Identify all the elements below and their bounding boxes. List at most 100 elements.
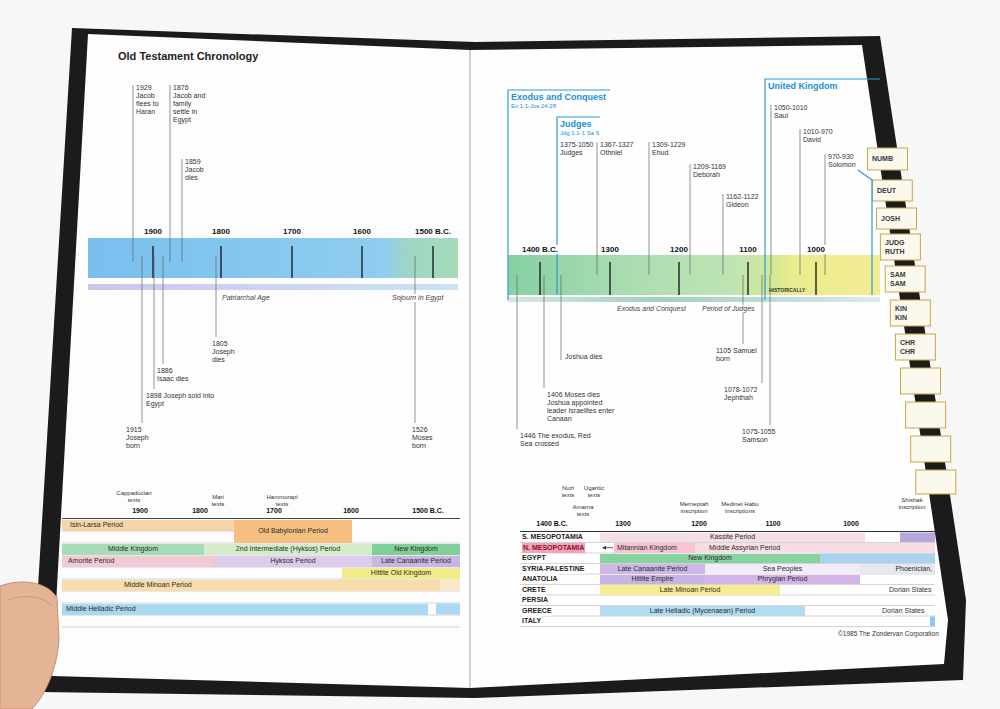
year-tick — [815, 262, 816, 295]
period-label: Sojourn in Egypt — [390, 294, 445, 302]
leader-line — [163, 256, 164, 364]
year-label: 1800 — [211, 227, 231, 236]
leader-line — [216, 256, 217, 337]
table-rule — [520, 616, 935, 617]
year-tick — [432, 246, 433, 278]
year-label: 1200 — [691, 520, 707, 528]
period-bar: Hyksos Period — [214, 556, 372, 567]
table-rule — [520, 626, 935, 627]
scripture-reference: Jdg 1:1-1 Sa 9 — [560, 130, 599, 137]
hand — [0, 582, 59, 709]
year-tick — [291, 246, 292, 278]
period-bar: Late Canaanite Period — [600, 564, 705, 574]
year-label: 1400 B.C. — [521, 245, 559, 254]
thumb-tab-label: CHR — [900, 339, 915, 347]
period-name: Middle Kingdom — [108, 545, 158, 553]
leader-line — [133, 85, 134, 262]
period-label: Exodus and Conquest — [615, 305, 688, 313]
thumb-tab-label: NUMB — [872, 155, 893, 163]
event-label: 1805 Joseph dies — [212, 340, 244, 364]
region-label: EGYPT — [522, 553, 546, 563]
period-bar: Amorite Period — [62, 556, 214, 567]
section-heading: Exodus and Conquest — [511, 92, 606, 102]
thumb-tab — [916, 470, 956, 494]
year-label: 1500 B.C. — [414, 227, 452, 236]
year-tick — [539, 262, 540, 295]
thumb-tab — [868, 148, 908, 170]
period-name: Mitannian Kingdom — [617, 544, 677, 552]
section-rule — [557, 117, 600, 295]
period-bar: Isin-Larsa Period — [62, 520, 234, 531]
period-bar: Hittite Old Kingdom — [342, 568, 460, 579]
event-label: 1859 Jacob dies — [185, 158, 215, 182]
period-bar: Middle Kingdom — [62, 544, 204, 555]
left-page — [52, 34, 470, 688]
event-label: 1446 The exodus, Red Sea crossed — [520, 432, 595, 448]
year-tick — [609, 262, 610, 295]
period-name: Hittite Empire — [631, 575, 673, 583]
leader-line — [723, 194, 724, 275]
thumb-tab-label: RUTH — [885, 248, 904, 256]
leader-line — [544, 275, 545, 388]
event-leaders — [133, 85, 825, 429]
period-bar: Mitannian Kingdom — [614, 543, 695, 553]
leader-line — [770, 275, 771, 425]
copyright-caption: ©1985 The Zondervan Corporation — [838, 630, 939, 638]
leader-line — [825, 154, 826, 275]
table-rule — [62, 591, 460, 592]
leader-line — [517, 275, 518, 429]
period-bar: Late Canaanite Period — [372, 556, 460, 567]
section-rules — [508, 79, 880, 300]
region-label: SYRIA-PALESTINE — [522, 564, 585, 574]
thumb-tab — [880, 234, 920, 260]
year-label: 1900 — [143, 227, 163, 236]
right-table — [520, 532, 935, 627]
timeline-band — [508, 255, 880, 295]
thumb-tab-label: JUDG — [885, 239, 904, 247]
chart-title: Old Testament Chronology — [118, 50, 258, 63]
table-rule — [520, 595, 935, 596]
period-label: Period of Judges — [700, 305, 757, 313]
event-label: 1209-1169 Deborah — [693, 163, 729, 179]
event-label: 1309-1229 Ehud — [652, 141, 688, 157]
leader-line — [771, 105, 772, 275]
period-name: Middle Helladic Period — [66, 605, 136, 613]
event-label: 1929 Jacob flees to Haran — [136, 84, 166, 116]
region-label: CRETE — [522, 585, 546, 595]
book-cover — [36, 28, 966, 698]
year-tick — [678, 262, 679, 295]
period-bar: Phrygian Period — [705, 575, 860, 585]
year-label: 1800 — [192, 507, 208, 515]
year-tick — [361, 246, 362, 278]
period-name: Middle Assyrian Period — [709, 544, 780, 552]
period-bar: Middle Minoan Period — [62, 580, 440, 591]
period-bar: New Kingdom — [600, 554, 820, 564]
year-label: 1100 — [738, 245, 757, 254]
source-text-label: Amarna texts — [568, 504, 598, 518]
period-name: Late Canaanite Period — [381, 557, 451, 565]
period-label: Dorian States — [882, 606, 924, 616]
section-heading: Judges — [560, 119, 592, 129]
region-label: N. MESOPOTAMIA — [522, 543, 585, 553]
year-label: 1400 B.C. — [536, 520, 568, 528]
source-text-label: Hammurapi texts — [262, 494, 302, 508]
event-label: 1886 Isaac dies — [157, 367, 189, 383]
period-name: Phrygian Period — [758, 575, 808, 583]
period-name: Amorite Period — [68, 557, 114, 565]
thumb-tab — [906, 402, 946, 428]
timeline-band — [88, 238, 458, 278]
period-name: New Kingdom — [688, 554, 732, 562]
period-name: Late Minoan Period — [660, 586, 721, 594]
period-name: Late Canaanite Period — [618, 565, 688, 573]
period-name: New Kingdom — [394, 545, 438, 553]
period-bar: Old Babylonian Period — [234, 520, 352, 543]
period-segment — [436, 604, 460, 615]
region-label: S. MESOPOTAMIA — [522, 532, 583, 542]
event-label: 1162-1122 Gideon — [726, 193, 762, 209]
year-tick — [747, 262, 748, 295]
year-label: 1700 — [282, 227, 302, 236]
source-text-label: Mari texts — [206, 494, 230, 508]
year-label: 1700 — [266, 507, 282, 515]
leader-line — [154, 256, 155, 389]
